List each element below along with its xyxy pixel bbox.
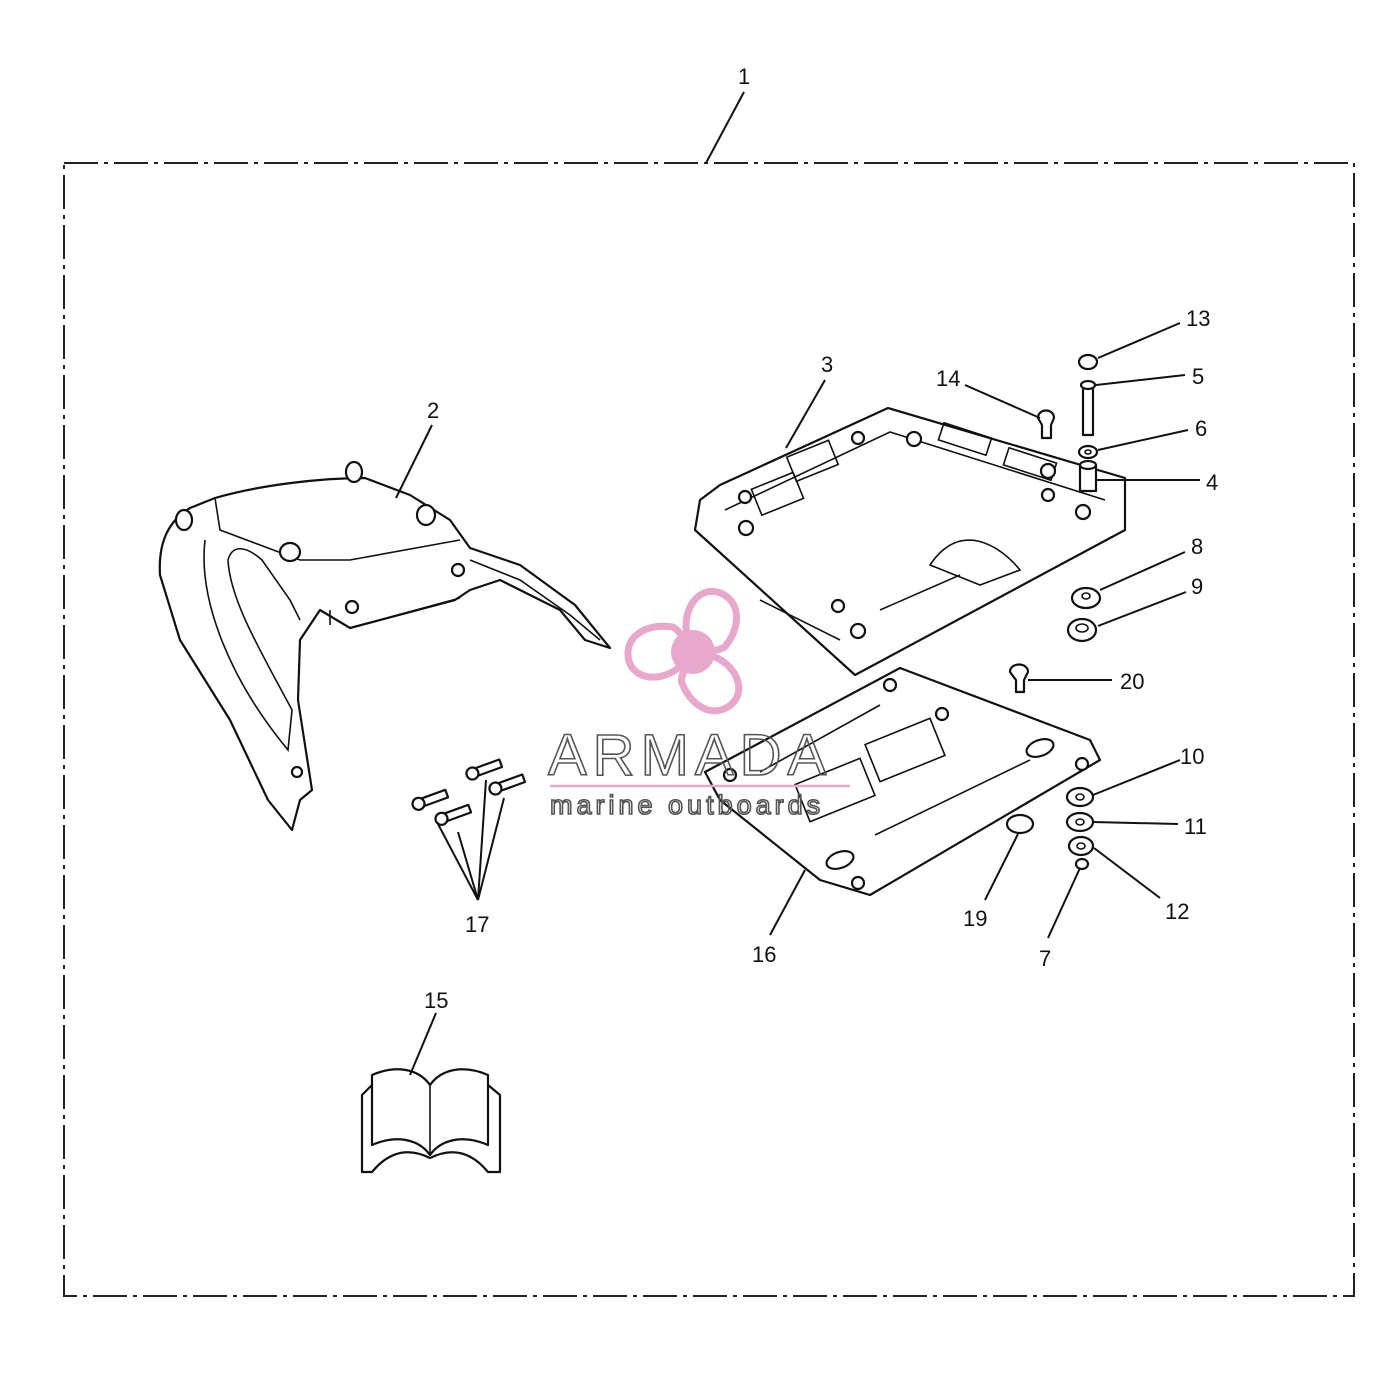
callout-4: 4 (1206, 470, 1218, 495)
callout-1: 1 (738, 64, 750, 89)
part-8-grommet (1070, 586, 1102, 610)
callout-12: 12 (1165, 899, 1189, 924)
callout-20: 20 (1120, 669, 1144, 694)
callout-16: 16 (752, 942, 776, 967)
part-12-washer (1067, 835, 1095, 857)
watermark-tagline: marine outboards (550, 790, 824, 820)
part-6-washer (1077, 444, 1099, 460)
propeller-logo-icon (624, 587, 743, 715)
part-3-upper-plate (693, 406, 1127, 677)
callout-6: 6 (1195, 416, 1207, 441)
callout-11: 11 (1184, 814, 1207, 839)
part-7-nut (1074, 857, 1090, 871)
part-9-grommet (1066, 617, 1098, 643)
callout-5: 5 (1192, 364, 1204, 389)
part-14-pin (1036, 409, 1056, 440)
callout-9: 9 (1191, 574, 1203, 599)
kit-boundary-frame (63, 162, 1355, 1297)
part-20-pin (1008, 663, 1030, 694)
callout-17: 17 (465, 912, 489, 937)
part-5-bolt (1079, 379, 1097, 437)
part-4-spacer (1078, 459, 1098, 493)
callout-labels: 1 2 3 4 5 6 7 8 9 10 11 12 13 14 15 16 1… (424, 64, 1218, 1013)
callout-14: 14 (936, 366, 960, 391)
callout-13: 13 (1186, 306, 1210, 331)
callout-7: 7 (1039, 946, 1051, 971)
part-10-washer (1065, 786, 1095, 808)
callout-2: 2 (427, 398, 439, 423)
callout-19: 19 (963, 906, 987, 931)
leader-lines (395, 91, 1200, 1076)
callout-15: 15 (424, 988, 448, 1013)
part-15-manual-book-icon (360, 1068, 502, 1174)
watermark-brand: ARMADA (548, 723, 832, 788)
part-19-washer (1005, 813, 1035, 835)
armada-watermark: ARMADA marine outboards (547, 587, 850, 821)
part-13-cap (1077, 353, 1099, 371)
callout-3: 3 (821, 352, 833, 377)
propeller-hub (671, 630, 715, 674)
callout-8: 8 (1191, 534, 1203, 559)
callout-10: 10 (1180, 744, 1204, 769)
part-2-bracket (158, 460, 612, 832)
part-17-screws (411, 758, 527, 826)
part-11-washer (1065, 811, 1095, 833)
part-16-lower-plate (703, 666, 1102, 897)
